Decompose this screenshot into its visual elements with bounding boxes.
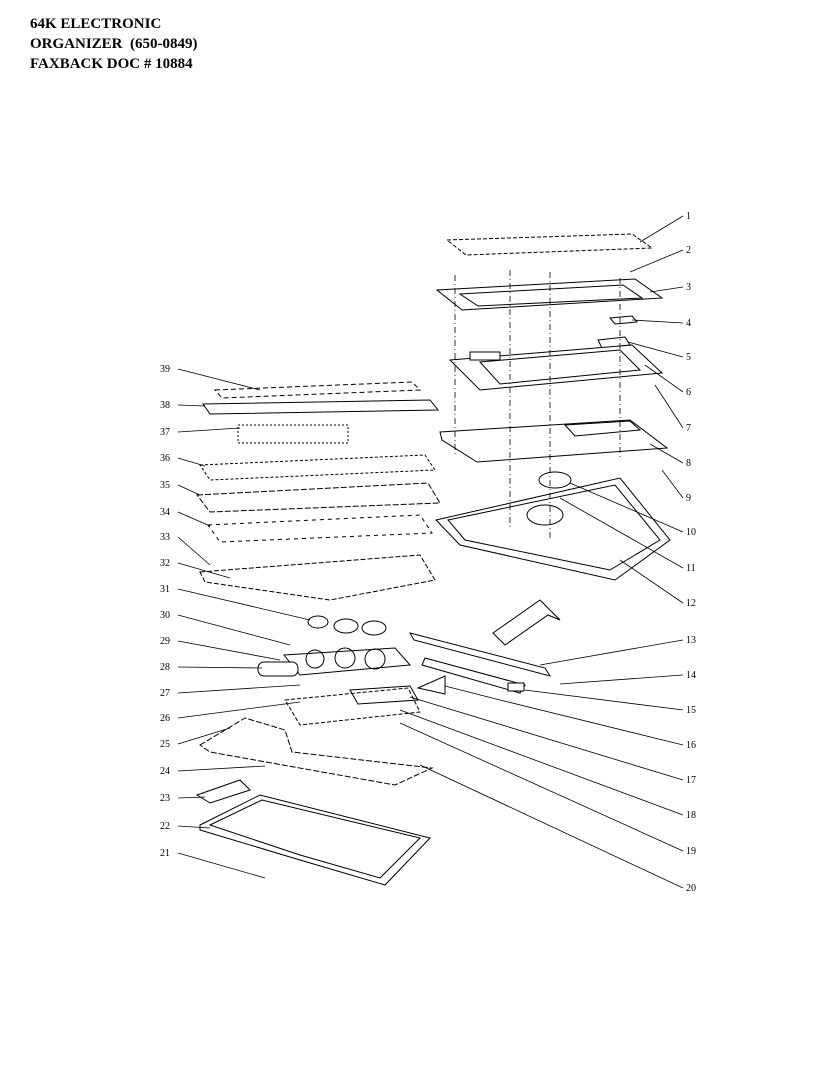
callout-number: 31 xyxy=(160,584,170,595)
callout-number: 33 xyxy=(160,532,170,543)
part-14-15-hinge-assembly xyxy=(421,657,526,694)
part-13-hinge-bar xyxy=(408,632,552,677)
callout-number: 9 xyxy=(686,493,691,504)
callout-number: 26 xyxy=(160,713,170,724)
callout-number: 7 xyxy=(686,423,691,434)
callout-number: 23 xyxy=(160,793,170,804)
part-26-25-bracket xyxy=(284,687,421,726)
callout-number: 2 xyxy=(686,245,691,256)
part-24-insulator-sheet xyxy=(199,717,434,786)
part-36-rubber-keypad xyxy=(199,454,436,481)
callout-number: 3 xyxy=(686,282,691,293)
callout-number: 1 xyxy=(686,211,691,222)
callout-number: 34 xyxy=(160,507,170,518)
callout-number: 12 xyxy=(686,598,696,609)
callout-number: 27 xyxy=(160,688,170,699)
callouts-left: 39 38 37 36 35 34 33 32 31 30 29 28 27 26 25 24 23 22 21 xyxy=(160,364,170,859)
part-37-keys xyxy=(237,424,349,444)
callout-number: 10 xyxy=(686,527,696,538)
part-4-5-hinge-tabs xyxy=(597,315,638,349)
callout-number: 24 xyxy=(160,766,170,777)
part-16-shaft xyxy=(444,685,501,701)
part-12-top-case xyxy=(435,471,671,581)
part-23-clip xyxy=(195,779,251,804)
callout-number: 5 xyxy=(686,352,691,363)
part-34-spacer xyxy=(207,514,433,543)
part-8-pcb-plate xyxy=(439,419,669,463)
part-6-7-lcd-frame xyxy=(448,344,664,391)
callout-number: 32 xyxy=(160,558,170,569)
callout-number: 36 xyxy=(160,453,170,464)
callout-number: 8 xyxy=(686,458,691,469)
callout-leaders-left xyxy=(177,368,311,879)
assembly-arrows xyxy=(416,599,561,695)
part-3-top-frame xyxy=(435,278,664,311)
part-39-keyboard-overlay xyxy=(213,381,422,399)
callout-number: 39 xyxy=(160,364,170,375)
callout-number: 38 xyxy=(160,400,170,411)
part-28-29-battery-holder xyxy=(257,661,299,677)
callout-number: 6 xyxy=(686,387,691,398)
callout-number: 16 xyxy=(686,740,696,751)
callout-number: 4 xyxy=(686,318,691,329)
callout-number: 37 xyxy=(160,427,170,438)
header-doc-line: FAXBACK DOC # 10884 xyxy=(30,56,193,72)
part-30-main-pcb xyxy=(283,647,412,676)
callout-number: 25 xyxy=(160,739,170,750)
callout-number: 11 xyxy=(686,563,696,574)
callout-number: 20 xyxy=(686,883,696,894)
part-38-key-strip xyxy=(202,399,440,415)
callout-number: 21 xyxy=(160,848,170,859)
callout-number: 18 xyxy=(686,810,696,821)
callout-leaders-right xyxy=(399,215,684,889)
callout-number: 35 xyxy=(160,480,170,491)
callout-number: 19 xyxy=(686,846,696,857)
callout-number: 22 xyxy=(160,821,170,832)
part-22-bottom-case xyxy=(199,794,431,886)
header-model-line: ORGANIZER (650-0849) xyxy=(30,36,198,52)
callout-number: 15 xyxy=(686,705,696,716)
callout-number: 17 xyxy=(686,775,696,786)
part-35-key-pcb xyxy=(196,482,441,513)
callout-number: 30 xyxy=(160,610,170,621)
callout-number: 28 xyxy=(160,662,170,673)
callout-number: 29 xyxy=(160,636,170,647)
callout-number: 14 xyxy=(686,670,696,681)
part-17-18-frames xyxy=(349,685,419,705)
document-header: 64K ELECTRONIC ORGANIZER (650-0849) FAXB… xyxy=(30,14,198,74)
callout-number: 13 xyxy=(686,635,696,646)
header-title-line: 64K ELECTRONIC xyxy=(30,16,162,32)
part-31-speaker-discs xyxy=(307,615,387,636)
part-1-display-window xyxy=(445,233,654,256)
part-33-32-keyboard-base xyxy=(199,554,436,601)
